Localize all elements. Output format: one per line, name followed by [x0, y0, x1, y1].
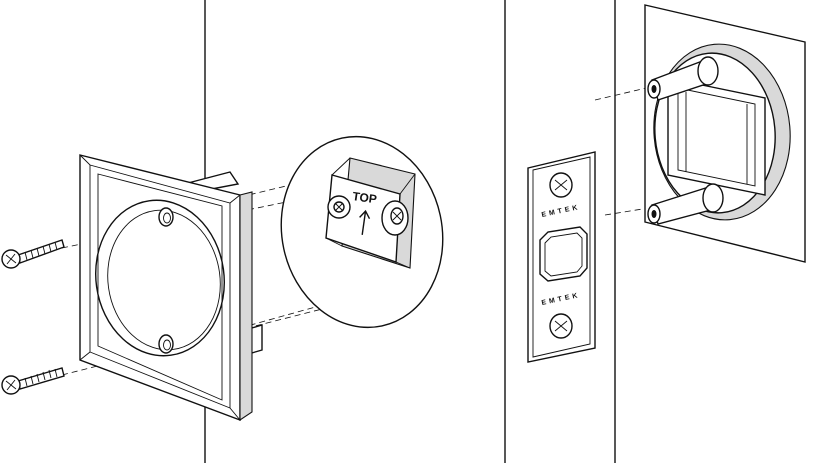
strike-screw-lower-icon	[549, 313, 573, 339]
rose-plate	[79, 154, 263, 422]
up-arrow-icon	[359, 209, 371, 235]
post-upper	[647, 56, 719, 101]
screw-lower	[1, 367, 65, 395]
strike-plate: EMTEK EMTEK	[527, 151, 596, 363]
mounting-plate	[644, 4, 806, 263]
detail-callout: TOP	[280, 135, 444, 329]
door-right-section	[504, 0, 616, 463]
screw-upper	[1, 239, 65, 269]
strike-screw-upper-icon	[549, 172, 573, 198]
post-lower	[647, 183, 724, 225]
top-orientation-label: TOP	[352, 189, 378, 206]
